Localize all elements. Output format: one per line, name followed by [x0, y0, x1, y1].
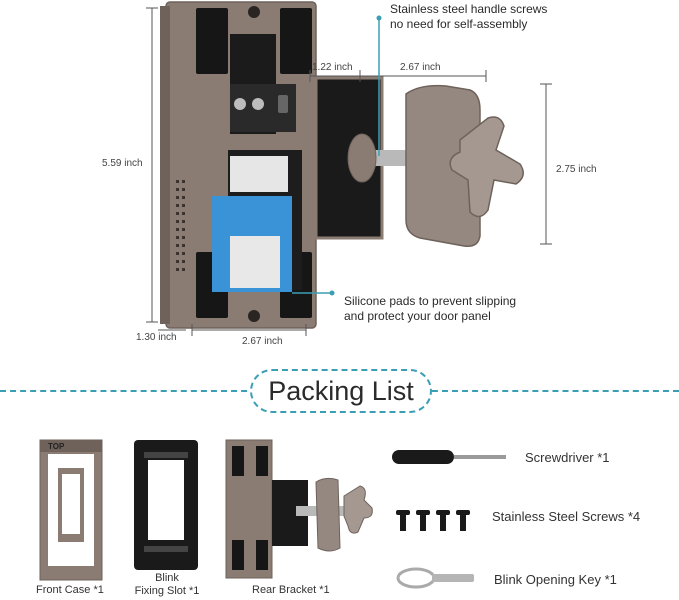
screws-callout: Stainless steel handle screws no need fo…: [390, 2, 547, 32]
pads-callout: Silicone pads to prevent slipping and pr…: [344, 294, 516, 324]
screwdriver-label: Screwdriver *1: [525, 450, 610, 465]
rear-bracket-image: [225, 439, 373, 579]
packing-list-title: Packing List: [250, 369, 432, 413]
opening-key-label: Blink Opening Key *1: [494, 572, 617, 587]
clamp-plate: [405, 84, 481, 248]
front-case-image: [39, 439, 103, 581]
dim-top-right: 2.67 inch: [400, 62, 441, 73]
packing-items-illustration: [39, 439, 506, 589]
fixing-slot-label-line1: Blink: [155, 572, 179, 584]
rod-nut: [347, 133, 377, 183]
dim-height: 5.59 inch: [102, 158, 143, 169]
dim-top-left: 1.22 inch: [312, 62, 353, 73]
dim-depth: 1.30 inch: [136, 332, 177, 343]
plate-side: [160, 6, 170, 324]
opening-key-image: [396, 567, 474, 589]
screw-hole: [248, 6, 260, 18]
vent-holes: [176, 180, 185, 271]
pads-callout-line2: and protect your door panel: [344, 309, 491, 323]
mount-illustration: [146, 1, 552, 336]
front-case-label: Front Case *1: [36, 584, 104, 596]
dim-width: 2.67 inch: [242, 336, 283, 347]
silicone-pad: [196, 8, 228, 74]
silicone-pad: [280, 8, 312, 74]
fixing-slot-label-line2: Fixing Slot *1: [134, 585, 200, 597]
screws-image: [396, 510, 470, 531]
screws-label: Stainless Steel Screws *4: [492, 509, 641, 524]
screw-hole: [248, 310, 260, 322]
screwdriver-image: [392, 450, 506, 464]
rear-bracket-label: Rear Bracket *1: [252, 584, 330, 596]
fixing-slot-image: [134, 440, 198, 570]
screws-callout-line1: Stainless steel handle screws: [390, 2, 548, 16]
fixing-slot-label: Blink Fixing Slot *1: [132, 572, 202, 598]
dim-bracket-height: 2.75 inch: [556, 164, 597, 175]
front-case-top-text: TOP: [48, 442, 65, 451]
screws-callout-line2: no need for self-assembly: [390, 17, 528, 31]
pads-callout-line1: Silicone pads to prevent slipping: [344, 294, 517, 308]
knob: [449, 116, 524, 218]
